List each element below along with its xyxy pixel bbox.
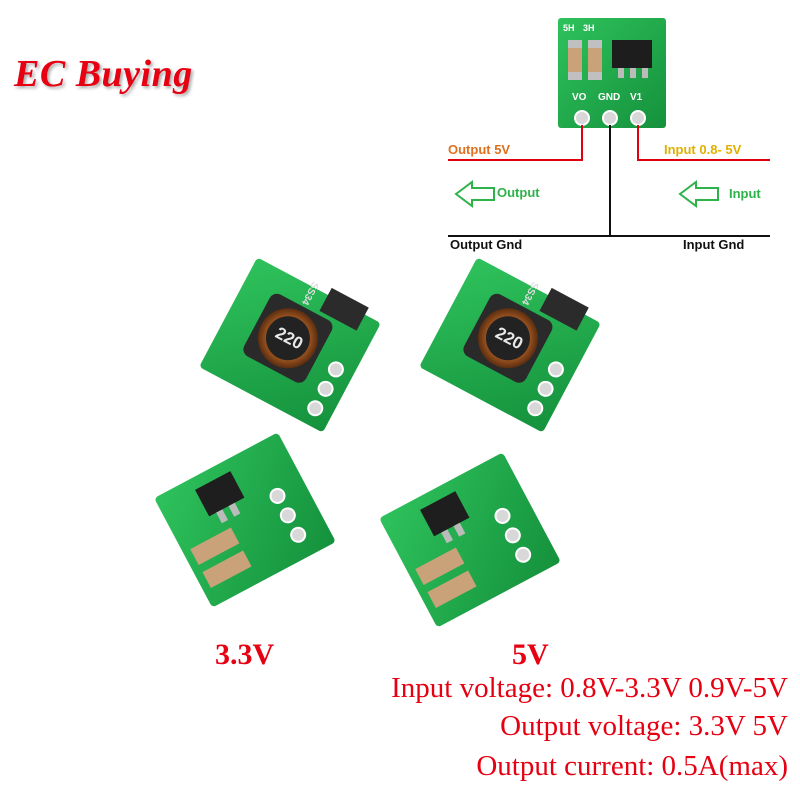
silkscreen-labels: 5H 3H VO GND V1 bbox=[563, 23, 643, 103]
input-arrow-icon bbox=[678, 180, 719, 208]
input-voltage-label: Input 0.8- 5V bbox=[664, 142, 742, 157]
input-gnd-label: Input Gnd bbox=[683, 237, 745, 252]
silk-vo: VO bbox=[572, 92, 587, 103]
silk-v1: V1 bbox=[630, 92, 643, 103]
spec-output-voltage: Output voltage: 3.3V 5V bbox=[500, 710, 788, 742]
brand-logo: EC Buying bbox=[14, 53, 193, 95]
board-capacitor-3v3 bbox=[155, 433, 335, 607]
output-arrow-label: Output bbox=[497, 185, 540, 200]
spec-output-current: Output current: 0.5A(max) bbox=[476, 750, 788, 782]
silk-5h: 5H bbox=[563, 23, 575, 33]
silk-gnd: GND bbox=[598, 92, 620, 103]
spec-input-voltage: Input voltage: 0.8V-3.3V 0.9V-5V bbox=[391, 672, 788, 704]
board-capacitor-5v bbox=[380, 453, 560, 627]
board-inductor-5v bbox=[420, 258, 600, 432]
variant-5v-label: 5V bbox=[512, 638, 549, 671]
silk-3h: 3H bbox=[583, 23, 595, 33]
output-gnd-label: Output Gnd bbox=[450, 237, 523, 252]
variant-3v3-label: 3.3V bbox=[215, 638, 275, 671]
wiring-lines bbox=[448, 125, 770, 237]
output-voltage-label: Output 5V bbox=[448, 142, 511, 157]
input-arrow-label: Input bbox=[729, 186, 761, 201]
wiring-diagram-board bbox=[558, 18, 666, 128]
board-inductor-3v3 bbox=[200, 258, 380, 432]
output-arrow-icon bbox=[454, 180, 495, 208]
